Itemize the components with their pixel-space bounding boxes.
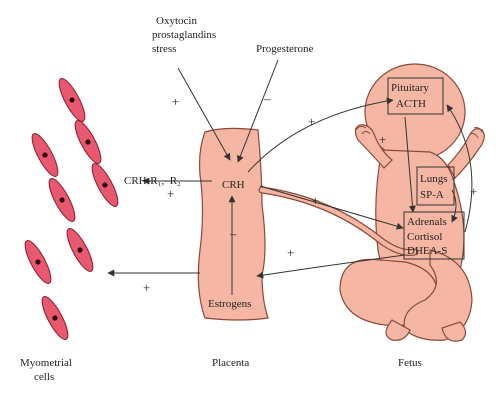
dheas-label: DHEA-S bbox=[407, 245, 447, 257]
spa-label: SP-A bbox=[420, 189, 444, 201]
fetus-illustration bbox=[339, 63, 485, 342]
myometrial-cell bbox=[74, 120, 102, 164]
crh-receptor-label: CRH-R₁,–R₂ bbox=[124, 175, 181, 187]
acth-label: ACTH bbox=[396, 98, 426, 110]
placenta-shape bbox=[197, 127, 269, 321]
placenta-minus-sign: – bbox=[229, 226, 237, 241]
pit-adrenal-plus-sign: + bbox=[379, 132, 386, 147]
myometrial-cell bbox=[24, 240, 52, 284]
myometrial-cell bbox=[91, 163, 119, 207]
adrenals-box bbox=[403, 211, 465, 260]
progesterone-label: Progesterone bbox=[256, 43, 314, 55]
lungs-box bbox=[416, 166, 455, 206]
crh-adrenal-plus-sign: + bbox=[312, 193, 319, 208]
stimuli-label-2: prostaglandins bbox=[152, 29, 216, 41]
pituitary-box bbox=[387, 77, 444, 115]
crh-label: CRH bbox=[222, 179, 245, 191]
adrenal-feedback-plus-sign: + bbox=[470, 184, 477, 199]
stim-plus-sign: + bbox=[172, 94, 179, 109]
myometrial-cell bbox=[66, 228, 94, 272]
adrenals-label: Adrenals bbox=[407, 216, 447, 228]
myometrial-cells bbox=[24, 78, 119, 340]
crh-pit-plus-sign: + bbox=[308, 114, 315, 129]
myometrial-cell bbox=[48, 178, 76, 222]
dhea-plus-sign: + bbox=[287, 245, 294, 260]
myometrial-label-1: Myometrial bbox=[20, 357, 72, 369]
myometrial-cell bbox=[41, 296, 69, 340]
lungs-label: Lungs bbox=[420, 173, 448, 185]
pituitary-label: Pituitary bbox=[391, 82, 429, 94]
myo-plus-sign: + bbox=[143, 280, 150, 295]
myometrial-cell bbox=[31, 133, 59, 177]
cortisol-label: Cortisol bbox=[407, 231, 442, 243]
stimuli-label-1: Oxytocin bbox=[156, 15, 197, 27]
fetus-label: Fetus bbox=[398, 357, 422, 369]
placenta-label: Placenta bbox=[212, 357, 249, 369]
stimuli-label-3: stress bbox=[152, 43, 176, 55]
myometrial-cell bbox=[58, 78, 86, 122]
estrogens-label: Estrogens bbox=[208, 298, 251, 310]
prog-minus-sign: – bbox=[263, 91, 271, 106]
myometrial-label-2: cells bbox=[34, 371, 54, 383]
crh-receptor-plus-sign: + bbox=[167, 186, 174, 201]
